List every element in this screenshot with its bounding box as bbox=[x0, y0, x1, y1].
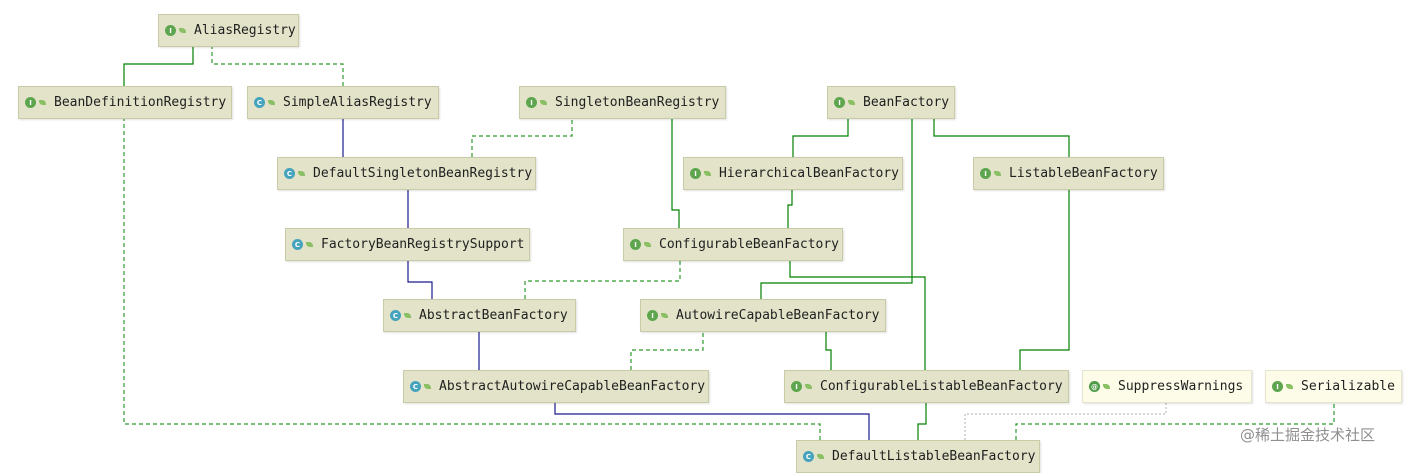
node-label: BeanDefinitionRegistry bbox=[54, 95, 227, 110]
edge-configurablelistable-listable bbox=[1019, 179, 1070, 370]
node-label: AbstractAutowireCapableBeanFactory bbox=[439, 379, 706, 394]
node-label: AutowireCapableBeanFactory bbox=[676, 308, 880, 323]
interface-icon: I bbox=[647, 310, 658, 321]
node-serializable[interactable]: I Serializable bbox=[1265, 370, 1402, 403]
leaf-icon bbox=[1286, 384, 1293, 389]
leaf-icon bbox=[298, 171, 305, 176]
edge-beandefinitionregistry-aliasregistry bbox=[123, 36, 194, 86]
interface-icon: I bbox=[165, 25, 176, 36]
edge-configurablelistable-configurable bbox=[781, 250, 926, 370]
interface-icon: I bbox=[791, 381, 802, 392]
edge-hierarchical-beanfactory bbox=[792, 107, 849, 157]
leaf-icon bbox=[424, 384, 431, 389]
edge-configurablebeanfactory-singletonbeanregistry bbox=[663, 107, 680, 228]
node-label: AliasRegistry bbox=[194, 23, 296, 38]
node-label: SuppressWarnings bbox=[1118, 379, 1244, 394]
edge-abstractautowire-autowire bbox=[630, 321, 704, 370]
node-hierarchical-bean-factory[interactable]: I HierarchicalBeanFactory bbox=[683, 157, 903, 190]
edge-configurable-hierarchical bbox=[783, 178, 793, 228]
leaf-icon bbox=[306, 242, 313, 247]
node-label: DefaultListableBeanFactory bbox=[832, 449, 1036, 464]
edge-simplealiasregistry-aliasregistry bbox=[203, 36, 344, 86]
edge-abstractbeanfactory-factorybeanregistry bbox=[399, 250, 433, 299]
annotation-icon: @ bbox=[1089, 381, 1100, 392]
node-alias-registry[interactable]: I AliasRegistry bbox=[158, 14, 299, 47]
node-label: SingletonBeanRegistry bbox=[555, 95, 720, 110]
node-bean-factory[interactable]: I BeanFactory bbox=[827, 86, 955, 119]
class-icon: C bbox=[254, 97, 265, 108]
node-bean-definition-registry[interactable]: I BeanDefinitionRegistry bbox=[18, 86, 232, 119]
node-abstract-autowire-capable-bean-factory[interactable]: C AbstractAutowireCapableBeanFactory bbox=[403, 370, 709, 403]
class-icon: C bbox=[292, 239, 303, 250]
edge-configurablelistable-autowire bbox=[817, 320, 832, 370]
leaf-icon bbox=[704, 171, 711, 176]
edge-defaultlistable-serializable bbox=[1015, 393, 1335, 440]
node-label: ConfigurableBeanFactory bbox=[659, 237, 840, 252]
interface-icon: I bbox=[690, 168, 701, 179]
leaf-icon bbox=[179, 28, 186, 33]
edge-defaultlistable-configurablelistable bbox=[917, 392, 927, 440]
edge-defaultsingleton-singletonbeanregistry bbox=[471, 107, 573, 157]
node-listable-bean-factory[interactable]: I ListableBeanFactory bbox=[973, 157, 1164, 190]
inheritance-edges bbox=[115, 36, 1335, 440]
node-label: SimpleAliasRegistry bbox=[283, 95, 432, 110]
leaf-icon bbox=[1103, 384, 1110, 389]
interface-icon: I bbox=[834, 97, 845, 108]
node-label: DefaultSingletonBeanRegistry bbox=[313, 166, 533, 181]
leaf-icon bbox=[540, 100, 547, 105]
leaf-icon bbox=[39, 100, 46, 105]
node-simple-alias-registry[interactable]: C SimpleAliasRegistry bbox=[247, 86, 439, 119]
node-factory-bean-registry-support[interactable]: C FactoryBeanRegistrySupport bbox=[285, 228, 530, 261]
node-singleton-bean-registry[interactable]: I SingletonBeanRegistry bbox=[519, 86, 726, 119]
node-configurable-listable-bean-factory[interactable]: I ConfigurableListableBeanFactory bbox=[784, 370, 1069, 403]
interface-icon: I bbox=[630, 239, 641, 250]
edge-abstractbeanfactory-configurable bbox=[524, 250, 681, 299]
leaf-icon bbox=[661, 313, 668, 318]
node-abstract-bean-factory[interactable]: C AbstractBeanFactory bbox=[383, 299, 576, 332]
node-autowire-capable-bean-factory[interactable]: I AutowireCapableBeanFactory bbox=[640, 299, 886, 332]
class-icon: C bbox=[390, 310, 401, 321]
leaf-icon bbox=[268, 100, 275, 105]
node-configurable-bean-factory[interactable]: I ConfigurableBeanFactory bbox=[623, 228, 843, 261]
interface-icon: I bbox=[526, 97, 537, 108]
class-icon: C bbox=[803, 451, 814, 462]
node-suppress-warnings[interactable]: @ SuppressWarnings bbox=[1082, 370, 1252, 403]
leaf-icon bbox=[404, 313, 411, 318]
node-label: FactoryBeanRegistrySupport bbox=[321, 237, 525, 252]
leaf-icon bbox=[644, 242, 651, 247]
leaf-icon bbox=[848, 100, 855, 105]
node-label: ConfigurableListableBeanFactory bbox=[820, 379, 1063, 394]
node-label: AbstractBeanFactory bbox=[419, 308, 568, 323]
edge-defaultlistable-beandefinitionregistry bbox=[115, 108, 821, 440]
node-label: HierarchicalBeanFactory bbox=[719, 166, 900, 181]
node-label: ListableBeanFactory bbox=[1009, 166, 1158, 181]
edge-defaultlistable-suppresswarnings bbox=[964, 398, 1167, 440]
leaf-icon bbox=[994, 171, 1001, 176]
interface-icon: I bbox=[980, 168, 991, 179]
class-icon: C bbox=[284, 168, 295, 179]
node-label: BeanFactory bbox=[863, 95, 950, 110]
interface-icon: I bbox=[1272, 381, 1283, 392]
leaf-icon bbox=[805, 384, 812, 389]
edge-autowire-beanfactory bbox=[760, 107, 913, 299]
class-icon: C bbox=[410, 381, 421, 392]
interface-icon: I bbox=[25, 97, 36, 108]
edge-defaultlistable-abstractautowire bbox=[546, 392, 870, 440]
watermark: @稀土掘金技术社区 bbox=[1240, 426, 1376, 444]
node-label: Serializable bbox=[1301, 379, 1395, 394]
edge-listable-beanfactory bbox=[925, 107, 1070, 157]
leaf-icon bbox=[817, 454, 824, 459]
node-default-listable-bean-factory[interactable]: C DefaultListableBeanFactory bbox=[796, 440, 1040, 473]
node-default-singleton-bean-registry[interactable]: C DefaultSingletonBeanRegistry bbox=[277, 157, 536, 190]
